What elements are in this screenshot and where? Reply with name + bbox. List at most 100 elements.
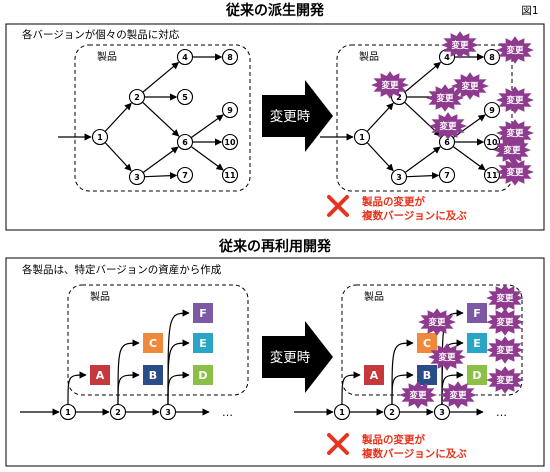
- version-node: 1: [353, 128, 371, 146]
- timeline-ellipsis: …: [496, 406, 507, 419]
- product-box-d: D: [467, 365, 487, 385]
- change-burst-label: 変更: [506, 45, 524, 56]
- version-node-label: 4: [444, 53, 450, 62]
- change-burst: 変更: [493, 136, 531, 164]
- version-node-label: 1: [65, 408, 71, 417]
- change-burst-shape: [399, 381, 437, 409]
- version-node-label: 3: [396, 173, 402, 182]
- section2-warning: 製品の変更が 複数バージョンに及ぶ: [327, 433, 467, 460]
- product-box-fill: [90, 365, 110, 385]
- version-node-label: 6: [444, 138, 450, 147]
- product-letter: B: [149, 369, 157, 382]
- timeline-ellipsis: …: [222, 406, 233, 419]
- change-burst-shape: [496, 36, 534, 64]
- change-burst-label: 変更: [436, 93, 454, 104]
- version-node-label: 3: [165, 408, 171, 417]
- change-burst: 変更: [418, 308, 456, 336]
- product-box-fill: [467, 333, 487, 353]
- product-box-e: E: [467, 333, 487, 353]
- product-box-e: E: [193, 333, 213, 353]
- change-burst-shape: [426, 84, 464, 112]
- change-burst: 変更: [486, 308, 524, 336]
- version-node: 4: [176, 48, 194, 66]
- change-burst: 変更: [496, 158, 534, 186]
- version-node: 2: [109, 403, 127, 421]
- change-burst-label: 変更: [506, 128, 524, 139]
- product-group-box: [74, 44, 251, 192]
- version-node-label: 8: [489, 53, 495, 62]
- change-burst-label: 変更: [496, 375, 514, 386]
- change-burst: 変更: [429, 112, 467, 140]
- section2-frame: [5, 257, 545, 467]
- version-node: 2: [383, 403, 401, 421]
- change-burst-label: 変更: [451, 40, 469, 51]
- product-box-fill: [467, 365, 487, 385]
- version-node-label: 11: [224, 171, 236, 180]
- change-burst: 変更: [426, 84, 464, 112]
- change-burst-label: 変更: [496, 345, 514, 356]
- change-burst-shape: [496, 86, 534, 114]
- version-node: 1: [59, 403, 77, 421]
- change-burst-label: 変更: [461, 81, 479, 92]
- change-burst: 変更: [439, 381, 477, 409]
- tree-edge: [406, 172, 440, 180]
- product-box-b: B: [417, 365, 437, 385]
- tree-edge: [405, 146, 441, 173]
- change-burst-shape: [371, 71, 409, 99]
- change-burst-label: 変更: [438, 352, 456, 363]
- product-box-f: F: [193, 303, 213, 323]
- version-node-label: 8: [227, 53, 233, 62]
- derive-arrow: [167, 371, 190, 405]
- version-node-label: 9: [489, 106, 495, 115]
- change-burst: 変更: [496, 36, 534, 64]
- version-node: 1: [333, 403, 351, 421]
- tree-edge: [404, 61, 442, 93]
- tree-edge: [144, 172, 178, 180]
- version-node-label: 7: [182, 171, 188, 180]
- derive-arrow: [341, 371, 361, 405]
- product-letter: A: [96, 369, 105, 382]
- tree-edge: [143, 146, 179, 173]
- tree-edge: [453, 146, 486, 171]
- product-box-fill: [417, 333, 437, 353]
- tree-edge: [142, 102, 180, 137]
- version-node-label: 11: [486, 171, 498, 180]
- change-burst: 変更: [441, 31, 479, 59]
- change-burst-label: 変更: [496, 293, 514, 304]
- section1-frame: [5, 23, 545, 231]
- cross-icon: [327, 195, 349, 217]
- change-burst-label: 変更: [449, 390, 467, 401]
- product-box-fill: [193, 303, 213, 323]
- version-node: 5: [176, 88, 194, 106]
- tree-edge: [366, 102, 394, 132]
- change-burst-label: 変更: [409, 390, 427, 401]
- change-burst: 変更: [486, 284, 524, 312]
- version-node: 8: [221, 48, 239, 66]
- version-node: 11: [221, 166, 239, 184]
- product-letter: F: [473, 307, 481, 320]
- change-burst: 変更: [496, 119, 534, 147]
- figure-label: 図1: [521, 5, 538, 17]
- product-letter: E: [473, 337, 481, 350]
- version-node-label: 10: [486, 138, 498, 147]
- product-letter: C: [423, 337, 431, 350]
- section2-subtitle: 各製品は、特定バージョンの資産から作成: [22, 263, 222, 276]
- change-burst-shape: [429, 112, 467, 140]
- version-node-label: 2: [115, 408, 121, 417]
- section1-subtitle: 各バージョンが個々の製品に対応: [22, 28, 180, 41]
- section1-warning-line1: 製品の変更が: [361, 195, 425, 208]
- version-node: 9: [483, 101, 501, 119]
- change-burst: 変更: [371, 71, 409, 99]
- version-node-label: 7: [444, 171, 450, 180]
- change-burst-shape: [496, 158, 534, 186]
- change-burst-shape: [418, 308, 456, 336]
- change-burst-shape: [496, 119, 534, 147]
- section1-after: 製品1234567891011変更変更変更変更変更変更変更変更変更変更: [320, 31, 534, 192]
- product-box-d: D: [193, 365, 213, 385]
- change-burst: 変更: [496, 86, 534, 114]
- product-box-fill: [193, 333, 213, 353]
